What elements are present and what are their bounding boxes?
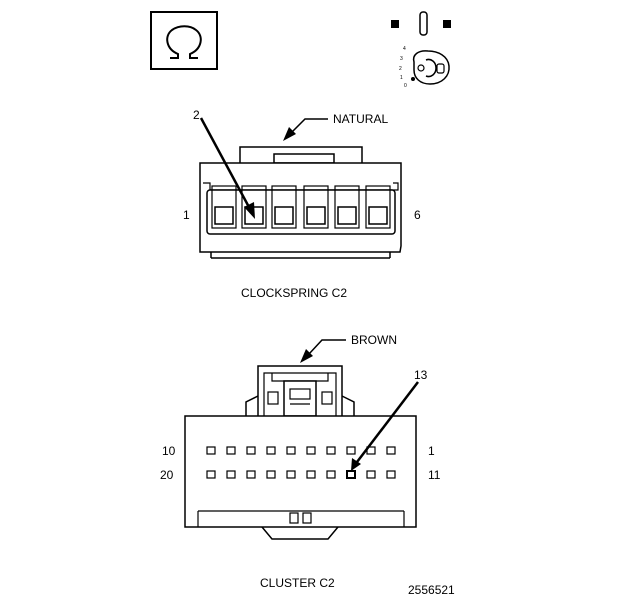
ignition-key-icon: 4 3 2 1 0 xyxy=(391,11,451,89)
pin-2-callout-arrow xyxy=(199,117,255,219)
cluster-pin-13 xyxy=(346,470,356,479)
cluster-pin-20 xyxy=(206,470,216,479)
clockspring-title: CLOCKSPRING C2 xyxy=(241,286,347,300)
key-indicator-right-icon xyxy=(443,20,451,28)
key-slot-icon xyxy=(419,11,428,36)
svg-text:2: 2 xyxy=(399,66,402,72)
pin-13-callout-arrow xyxy=(351,381,419,471)
key-indicator-left-icon xyxy=(391,20,399,28)
cluster-pin-12 xyxy=(366,470,376,479)
cluster-connector xyxy=(184,365,417,540)
cluster-title: CLUSTER C2 xyxy=(260,576,335,590)
clockspring-pin-right-label: 6 xyxy=(414,208,421,222)
svg-text:0: 0 xyxy=(404,83,407,89)
cluster-pin-4 xyxy=(326,446,336,455)
cluster-pin-15 xyxy=(306,470,316,479)
cluster-pin-7 xyxy=(266,446,276,455)
clockspring-cavity-1 xyxy=(211,185,237,229)
cluster-pin-row-top xyxy=(206,446,396,455)
svg-text:1: 1 xyxy=(400,75,403,81)
brown-leader-arrow xyxy=(300,339,346,363)
cluster-row-top-right-label: 1 xyxy=(428,444,435,458)
brown-color-label: BROWN xyxy=(351,333,397,347)
cluster-pin-5 xyxy=(306,446,316,455)
clockspring-pin-left-label: 1 xyxy=(183,208,190,222)
cluster-pin-19 xyxy=(226,470,236,479)
cluster-pin-17 xyxy=(266,470,276,479)
svg-text:4: 4 xyxy=(403,46,406,52)
figure-number: 2556521 xyxy=(408,583,455,597)
cluster-row-top-left-label: 10 xyxy=(162,444,176,458)
cluster-pin-18 xyxy=(246,470,256,479)
natural-color-label: NATURAL xyxy=(333,112,388,126)
clockspring-pin-callout: 2 xyxy=(193,108,200,122)
cluster-pin-row-bottom xyxy=(206,470,396,479)
cluster-pin-14 xyxy=(326,470,336,479)
cluster-pin-8 xyxy=(246,446,256,455)
cluster-pin-callout: 13 xyxy=(414,368,428,382)
cluster-row-bottom-right-label: 11 xyxy=(428,468,441,482)
cluster-pin-9 xyxy=(226,446,236,455)
omega-symbol-icon xyxy=(150,11,218,70)
cluster-pin-10 xyxy=(206,446,216,455)
cluster-pin-1 xyxy=(386,446,396,455)
clockspring-cavity-6 xyxy=(365,185,391,229)
cluster-row-bottom-left-label: 20 xyxy=(160,468,174,482)
clockspring-cavity-5 xyxy=(334,185,360,229)
cluster-pin-3 xyxy=(346,446,356,455)
natural-leader-arrow xyxy=(283,118,328,141)
clockspring-cavity-4 xyxy=(303,185,329,229)
cluster-pin-6 xyxy=(286,446,296,455)
svg-text:3: 3 xyxy=(400,56,403,62)
cluster-pin-11 xyxy=(386,470,396,479)
clockspring-cavity-3 xyxy=(271,185,297,229)
cluster-pin-16 xyxy=(286,470,296,479)
clockspring-connector xyxy=(199,146,402,259)
